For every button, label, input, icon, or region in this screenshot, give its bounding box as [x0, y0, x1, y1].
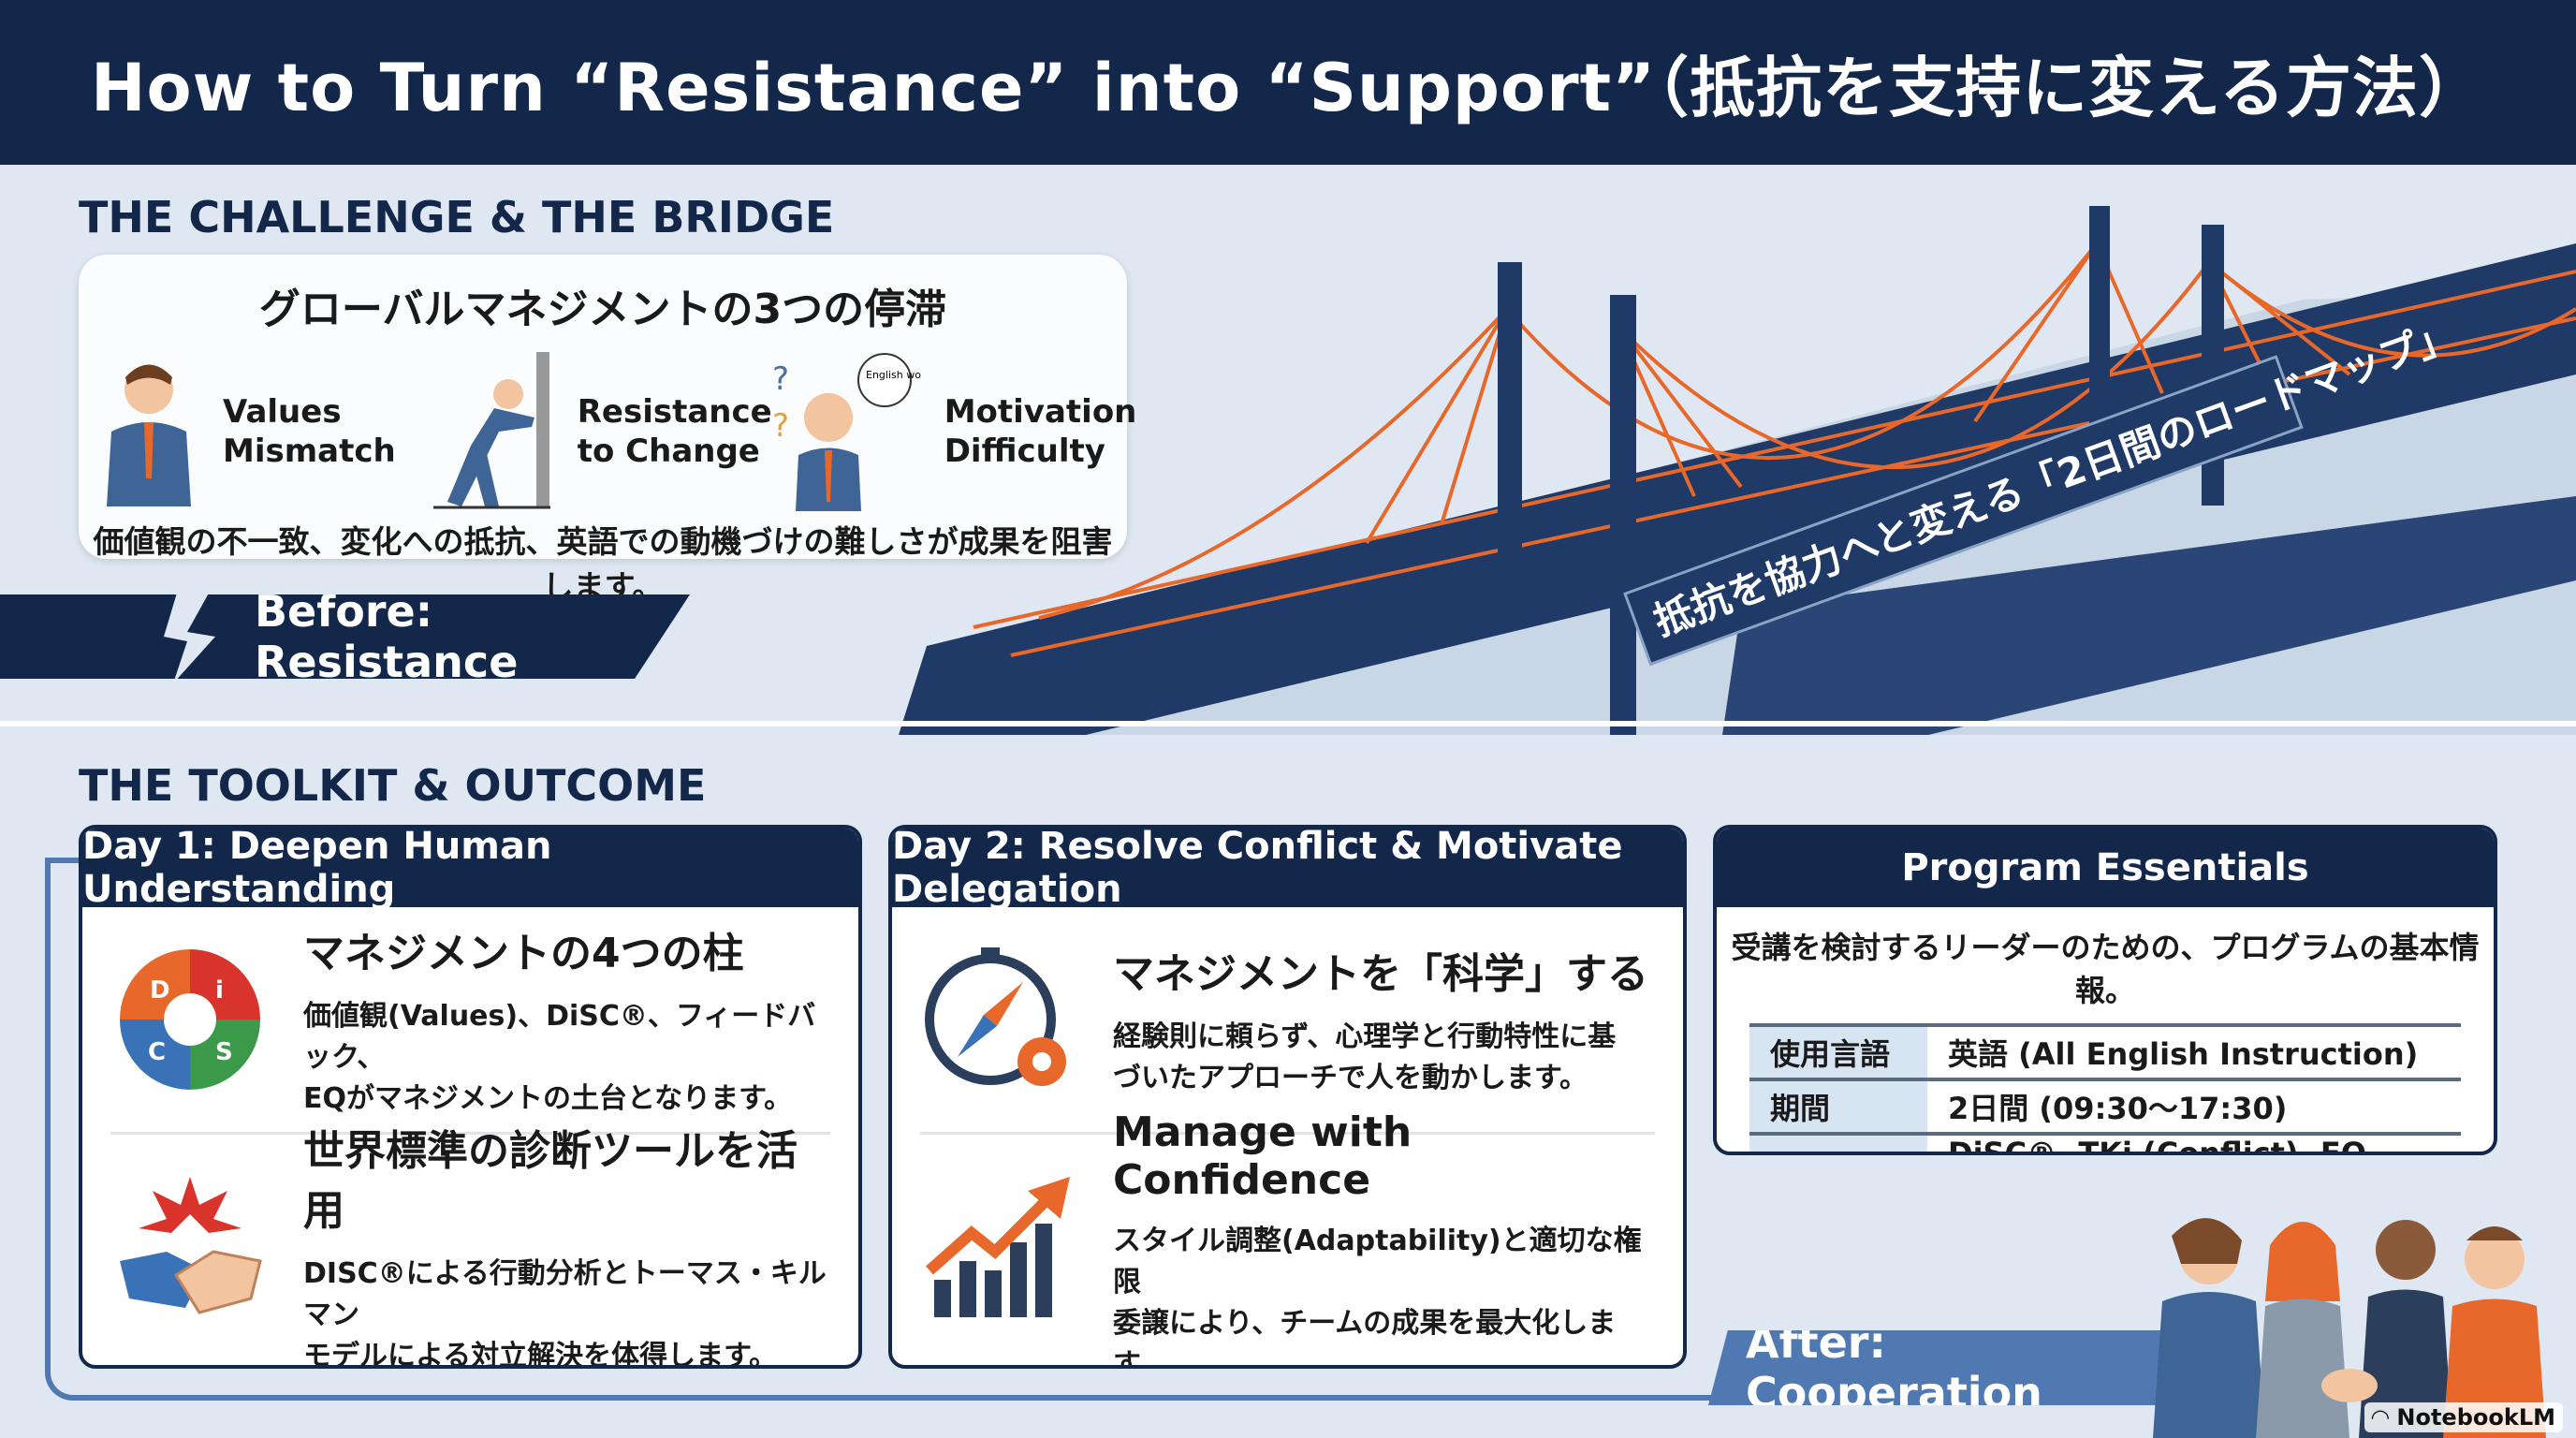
essentials-title: Program Essentials [1717, 829, 2494, 907]
challenge-summary: 価値観の不一致、変化への抵抗、英語での動機づけの難しさが成果を阻害します。 [93, 523, 1113, 605]
program-essentials-panel: Program Essentials 受講を検討するリーダーのための、プログラム… [1713, 825, 2497, 1155]
svg-text:?: ? [772, 407, 789, 445]
svg-text:S: S [215, 1038, 233, 1066]
section-divider [0, 721, 2576, 726]
bridge-tower [1610, 295, 1636, 735]
section-title-challenge: THE CHALLENGE & THE BRIDGE [79, 192, 835, 242]
notebooklm-watermark: ◠ NotebookLM [2364, 1402, 2563, 1432]
compass-gear-icon [925, 947, 1066, 1086]
section-title-toolkit: THE TOOLKIT & OUTCOME [79, 760, 707, 811]
table-row: 使用言語英語 (All English Instruction) [1749, 1023, 2461, 1079]
before-label: Before: Resistance [255, 586, 519, 687]
svg-text:?: ? [772, 360, 789, 398]
lightning-break-icon [164, 590, 215, 683]
growth-chart-icon [926, 1177, 1070, 1317]
notebooklm-logo-icon: ◠ [2371, 1404, 2397, 1431]
businessman-pushing-wall-icon [432, 352, 550, 509]
svg-text:i: i [215, 976, 224, 1005]
bridge-tower [2089, 206, 2110, 477]
essentials-subtitle: 受講を検討するリーダーのための、プログラムの基本情報。 [1731, 930, 2480, 1008]
before-banner: Before: Resistance [0, 594, 690, 679]
svg-text:D: D [150, 976, 170, 1005]
challenge-card-title: グローバルマネジメントの3つの停滞 [258, 286, 947, 333]
bridge-tower [1498, 262, 1522, 618]
day1-title: Day 1: Deepen Human Understanding [82, 829, 858, 911]
day2-panel: Day 2: Resolve Conflict & Motivate Deleg… [888, 825, 1687, 1369]
bridge-illustration: 抵抗を協力へと変える「2日間のロードマップ」 [899, 206, 2576, 735]
businessman-thinking-icon: ?? English world... [772, 353, 922, 511]
after-label: After: Cooperation [1746, 1317, 2042, 1418]
header-bar: How to Turn “Resistance” into “Support”（… [0, 0, 2576, 165]
table-row: 主要ツールDiSC®, TKi (Conflict), EQ Competenc… [1749, 1132, 2461, 1152]
svg-text:C: C [148, 1038, 166, 1066]
svg-text:English world...: English world... [866, 369, 922, 381]
after-banner: After: Cooperation [1708, 1330, 2195, 1405]
outcome-bracket [45, 858, 1805, 1401]
day2-item: マネジメントを「科学」する経験則に頼らず、心理学と行動特性に基づいたアプローチで… [892, 907, 1683, 1132]
businessman-arms-crossed-icon [107, 364, 191, 506]
page-title: How to Turn “Resistance” into “Support”（… [90, 49, 2486, 126]
handshake-conflict-icon [120, 1177, 262, 1314]
day2-title: Day 2: Resolve Conflict & Motivate Deleg… [892, 829, 1683, 911]
